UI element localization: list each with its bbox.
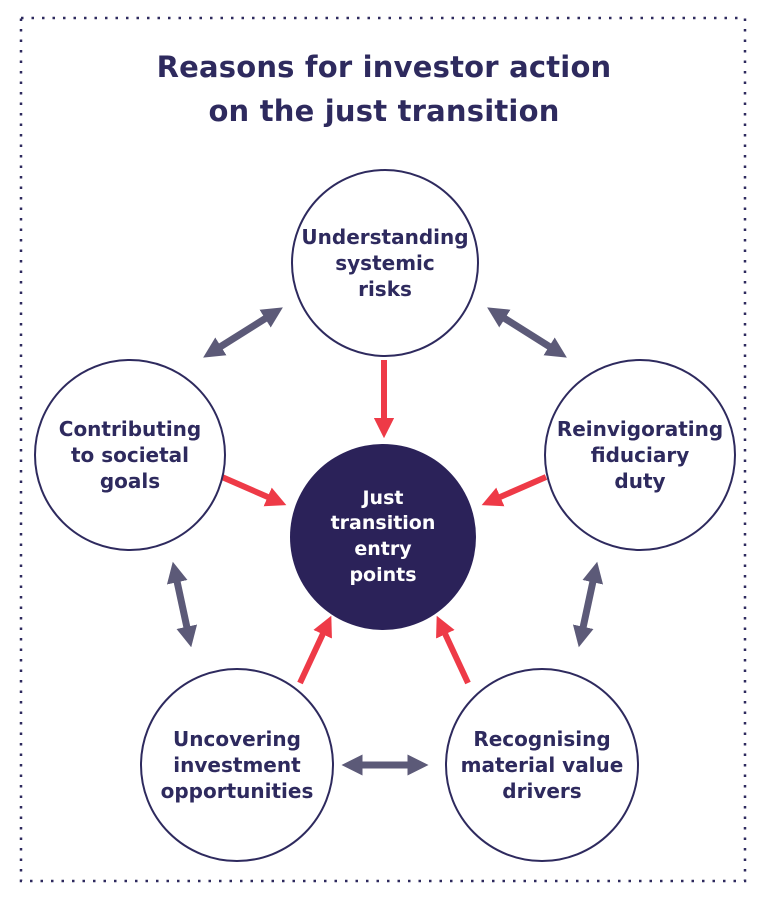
node-label: Reinvigorating fiduciary duty bbox=[556, 417, 724, 493]
arrow-opportunities-to-hub bbox=[297, 615, 332, 685]
node-contributing-to-societal-goals: Contributing to societal goals bbox=[34, 359, 226, 551]
node-uncovering-investment-opportunities: Uncovering investment opportunities bbox=[140, 668, 334, 862]
arrow-societal-to-hub bbox=[220, 474, 287, 507]
arrow-societal-opportunities bbox=[166, 561, 198, 648]
node-recognising-material-value-drivers: Recognising material value drivers bbox=[445, 668, 639, 862]
node-reinvigorating-fiduciary-duty: Reinvigorating fiduciary duty bbox=[544, 359, 736, 551]
node-label: Just transition entry points bbox=[330, 486, 436, 586]
node-label: Recognising material value drivers bbox=[460, 727, 624, 803]
arrow-fiduciary-drivers bbox=[572, 561, 604, 648]
arrow-societal-systemic bbox=[203, 307, 283, 358]
node-label: Understanding systemic risks bbox=[301, 225, 469, 301]
node-just-transition-entry-points: Just transition entry points bbox=[290, 444, 476, 630]
arrow-drivers-to-hub bbox=[436, 615, 471, 685]
node-label: Uncovering investment opportunities bbox=[160, 727, 314, 803]
node-label: Contributing to societal goals bbox=[58, 417, 202, 493]
arrow-systemic-fiduciary bbox=[487, 307, 567, 358]
diagram-title: Reasons for investor action on the just … bbox=[156, 50, 612, 128]
node-understanding-systemic-risks: Understanding systemic risks bbox=[291, 169, 479, 357]
arrow-fiduciary-to-hub bbox=[481, 474, 548, 507]
